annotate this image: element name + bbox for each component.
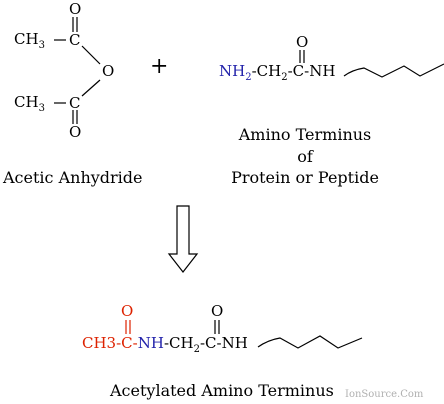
peptide-chain-reagent bbox=[343, 63, 444, 78]
acetylated-formula: CH3-C-NH-CH2-C-NH bbox=[82, 334, 248, 355]
reaction-arrow bbox=[167, 205, 199, 273]
ch3-top-label: CH3 bbox=[14, 30, 45, 51]
carbonyl-c-bottom: C bbox=[69, 94, 81, 112]
oxygen-top: O bbox=[69, 0, 82, 18]
bond-c-o-bridge-top bbox=[81, 45, 101, 65]
peptide-chain-product bbox=[257, 335, 363, 349]
amino-terminus-formula: NH2-CH2-C-NH bbox=[219, 62, 336, 83]
product-nh-group: NH bbox=[137, 334, 164, 352]
oxygen-bottom: O bbox=[69, 123, 82, 141]
acetylated-label: Acetylated Amino Terminus bbox=[110, 381, 334, 400]
acetyl-oxygen: O bbox=[121, 302, 134, 320]
acetic-anhydride-label: Acetic Anhydride bbox=[3, 168, 143, 187]
amino-terminus-label-line2: of bbox=[297, 147, 313, 166]
oxygen-bridge: O bbox=[102, 62, 115, 80]
product-oxygen: O bbox=[211, 302, 224, 320]
ionsource-watermark: IonSource.Com bbox=[345, 389, 424, 400]
ch3-bottom-label: CH3 bbox=[14, 93, 45, 114]
acetyl-group: CH3-C- bbox=[82, 334, 138, 352]
oxygen-reagent2: O bbox=[296, 33, 309, 51]
amino-terminus-label-line1: Amino Terminus bbox=[238, 125, 372, 144]
plus-sign: + bbox=[150, 54, 169, 79]
bond-o-bridge-c-bottom bbox=[81, 79, 101, 97]
nh2-group: NH bbox=[219, 62, 246, 80]
amino-terminus-label-line3: Protein or Peptide bbox=[231, 168, 379, 187]
carbonyl-c-top: C bbox=[69, 31, 81, 49]
